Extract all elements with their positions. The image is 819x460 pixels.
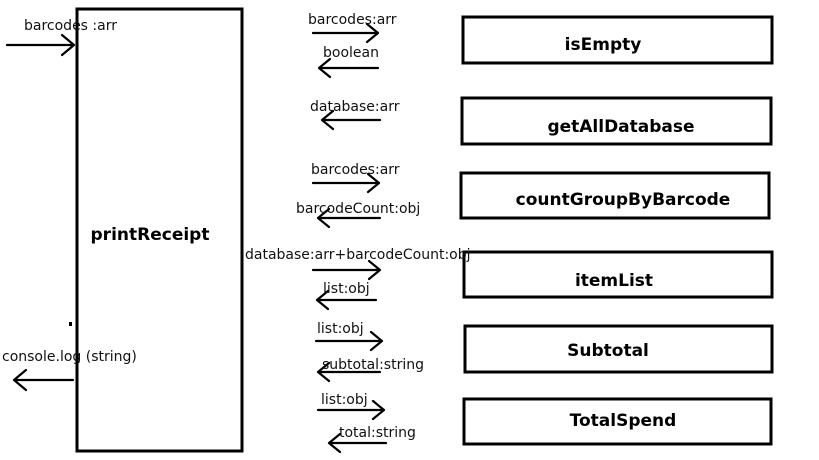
return-arrow-subtotal xyxy=(316,361,382,383)
call-arrow-itemlist xyxy=(311,259,382,281)
function-label-isempty: isEmpty xyxy=(565,35,642,55)
function-box-totalspend xyxy=(462,397,773,446)
function-label-itemlist: itemList xyxy=(575,271,653,291)
call-label-itemlist: database:arr+barcodeCount:obj xyxy=(245,247,471,263)
return-arrow-getalldatabase xyxy=(320,109,382,131)
call-label-totalspend: list:obj xyxy=(321,392,368,408)
return-label-subtotal: subtotal:string xyxy=(322,357,424,373)
return-arrow-isempty xyxy=(317,57,380,79)
return-label-totalspend: total:string xyxy=(339,425,416,441)
function-box-getalldatabase xyxy=(460,96,773,146)
call-arrow-totalspend xyxy=(316,399,386,421)
return-label-countgroupbybarcode: barcodeCount:obj xyxy=(296,201,420,217)
main-input-label: barcodes :arr xyxy=(24,18,117,34)
return-arrow-itemlist xyxy=(315,289,378,311)
function-label-getalldatabase: getAllDatabase xyxy=(547,117,694,137)
function-label-subtotal: Subtotal xyxy=(567,341,649,361)
stray-mark xyxy=(69,322,72,326)
function-box-subtotal xyxy=(463,324,774,374)
call-arrow-countgroupbybarcode xyxy=(311,172,381,194)
function-box-isempty xyxy=(461,15,774,65)
call-arrow-isempty xyxy=(311,22,380,44)
main-input-arrow xyxy=(5,33,76,57)
return-arrow-countgroupbybarcode xyxy=(316,207,382,229)
call-label-countgroupbybarcode: barcodes:arr xyxy=(311,162,400,178)
return-label-itemlist: list:obj xyxy=(323,281,370,297)
main-output-arrow xyxy=(12,368,75,392)
function-box-itemlist xyxy=(462,250,774,299)
function-label-countgroupbybarcode: countGroupByBarcode xyxy=(516,190,731,210)
return-label-isempty: boolean xyxy=(323,45,379,61)
main-output-label: console.log (string) xyxy=(2,349,137,365)
main-function-box xyxy=(75,7,244,453)
call-arrow-subtotal xyxy=(314,330,384,352)
main-function-label: printReceipt xyxy=(91,225,210,245)
return-arrow-totalspend xyxy=(327,432,388,454)
return-label-getalldatabase: database:arr xyxy=(310,99,400,115)
call-label-isempty: barcodes:arr xyxy=(308,12,397,28)
call-label-subtotal: list:obj xyxy=(317,321,364,337)
function-label-totalspend: TotalSpend xyxy=(570,411,677,431)
function-box-countgroupbybarcode xyxy=(459,171,771,220)
